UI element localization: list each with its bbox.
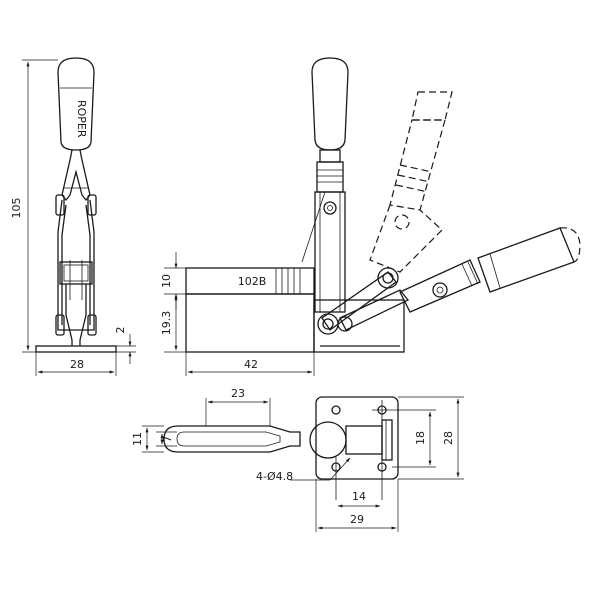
side-base-thickness-label: 2	[114, 327, 127, 334]
base-length-label: 29	[350, 513, 364, 526]
tilted-arm	[399, 227, 581, 313]
side-height-label: 105	[10, 198, 23, 219]
top-view: 23 11 7 4-Ø4.8 14 29 18 28	[131, 387, 464, 532]
front-view: 102B	[160, 57, 581, 376]
base-width-label: 28	[442, 431, 455, 445]
base-height-label: 19.3	[160, 311, 173, 336]
inner-width-label: 7	[161, 436, 174, 443]
outer-width-label: 11	[131, 432, 144, 446]
model-label: 102B	[238, 275, 267, 288]
side-width-label: 28	[70, 358, 84, 371]
front-length-label: 42	[244, 358, 258, 371]
holes-label: 4-Ø4.8	[256, 470, 293, 483]
hole-spacing-y-label: 18	[414, 431, 427, 445]
slot-length-label: 23	[231, 387, 245, 400]
svg-text:ROPER: ROPER	[75, 100, 88, 138]
open-handle-phantom	[369, 91, 453, 273]
side-view: ROPER 105 2	[10, 57, 136, 376]
bar-height-label: 10	[160, 274, 173, 288]
hole-spacing-x-label: 14	[352, 490, 366, 503]
